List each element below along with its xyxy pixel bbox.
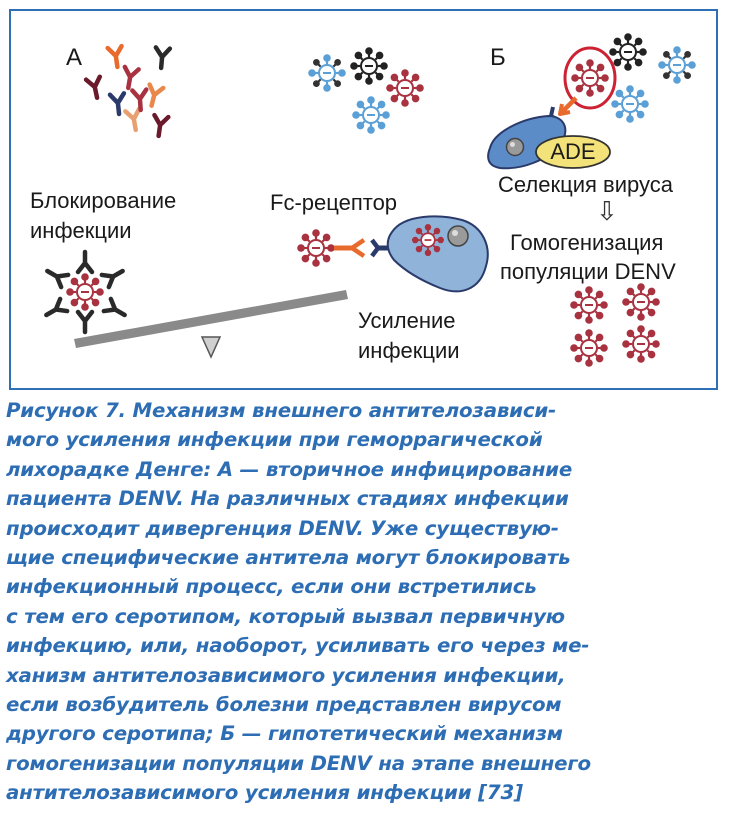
caption-line: с тем его серотипом, который вызвал перв… [6,604,565,628]
caption-line: если возбудитель болезни представлен вир… [6,693,562,717]
down-arrow-icon: ⇩ [596,196,618,226]
selection-label: Селекция вируса [498,172,673,197]
caption-line: лихорадке Денге: А — вторичное инфициров… [6,457,573,481]
selection-scene [487,32,697,170]
enhancement-label-line1: Усиление [358,308,456,333]
figure-illustration [0,32,697,368]
fc-receptor-label: Fc-рецептор [270,190,398,215]
seesaw [74,290,348,359]
caption-line: инфекционный процесс, если они встретили… [6,575,537,599]
homogenization-label-line2: популяции DENV [500,259,676,284]
caption-line: пациента DENV. На различных стадиях инфе… [6,487,569,511]
caption-line: Рисунок 7. Механизм внешнего антителозав… [6,399,557,422]
ade-label: ADE [550,139,596,164]
caption-line: инфекцию, или, наоборот, усиливать его ч… [6,634,590,658]
caption-line: гомогенизации популяции DENV на этапе вн… [6,751,591,775]
homogenized-virus-population [569,282,661,368]
caption-line: щие специфические антитела могут блокиро… [6,546,571,570]
panel-a-label: А [66,44,83,71]
caption-line: ханизм антителозависимого усиления инфек… [6,663,566,687]
enhancement-complex [296,228,392,268]
caption-line: антителозависимого усиления инфекции [73… [6,781,523,805]
enhancement-label-line2: инфекции [358,338,460,363]
blocking-label-line2: инфекции [30,218,132,243]
antibody-cluster [86,46,170,137]
caption-line: мого усиления инфекции при геморрагическ… [6,428,543,452]
panel-b-label: Б [490,44,506,71]
caption-line: другого серотипа; Б — гипотетический мех… [6,722,563,746]
blocked-virus [43,252,128,332]
infected-cell [386,215,489,293]
virus-group-free [307,46,425,135]
homogenization-label-line1: Гомогенизация [510,230,664,255]
figure-caption: Рисунок 7. Механизм внешнего антителозав… [6,396,726,808]
blocking-label-line1: Блокирование [30,188,177,213]
caption-line: происходит дивергенция DENV. Уже существ… [6,516,559,540]
